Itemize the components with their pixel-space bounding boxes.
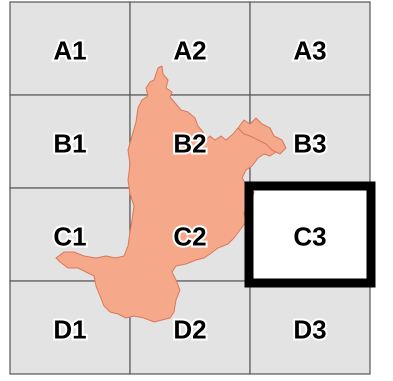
grid-cell-label: B3 xyxy=(293,129,326,159)
grid-cell-label: B2 xyxy=(173,129,206,159)
highlighted-region xyxy=(55,65,280,323)
highlighted-region-fringe xyxy=(237,117,287,155)
grid-cell-d3[interactable] xyxy=(249,280,371,375)
grid-cell-label: C3 xyxy=(293,222,326,252)
grid-cell-label: A3 xyxy=(293,36,326,66)
grid-cell-a3[interactable] xyxy=(249,1,371,96)
selection-border xyxy=(244,181,376,288)
grid-cell-label: B1 xyxy=(53,129,86,159)
grid-cell-label: D2 xyxy=(173,315,206,345)
grid-cell-a1[interactable] xyxy=(9,1,131,96)
grid-cell-a2[interactable] xyxy=(129,1,251,96)
grid-cell-label: A1 xyxy=(53,36,86,66)
grid-cell-label: D1 xyxy=(53,315,86,345)
grid-cell-label: C2 xyxy=(173,222,206,252)
grid-cell-b1[interactable] xyxy=(9,94,131,189)
grid-cell-label: C1 xyxy=(53,222,86,252)
grid-cell-label: A2 xyxy=(173,36,206,66)
grid-cell-label: D3 xyxy=(293,315,326,345)
